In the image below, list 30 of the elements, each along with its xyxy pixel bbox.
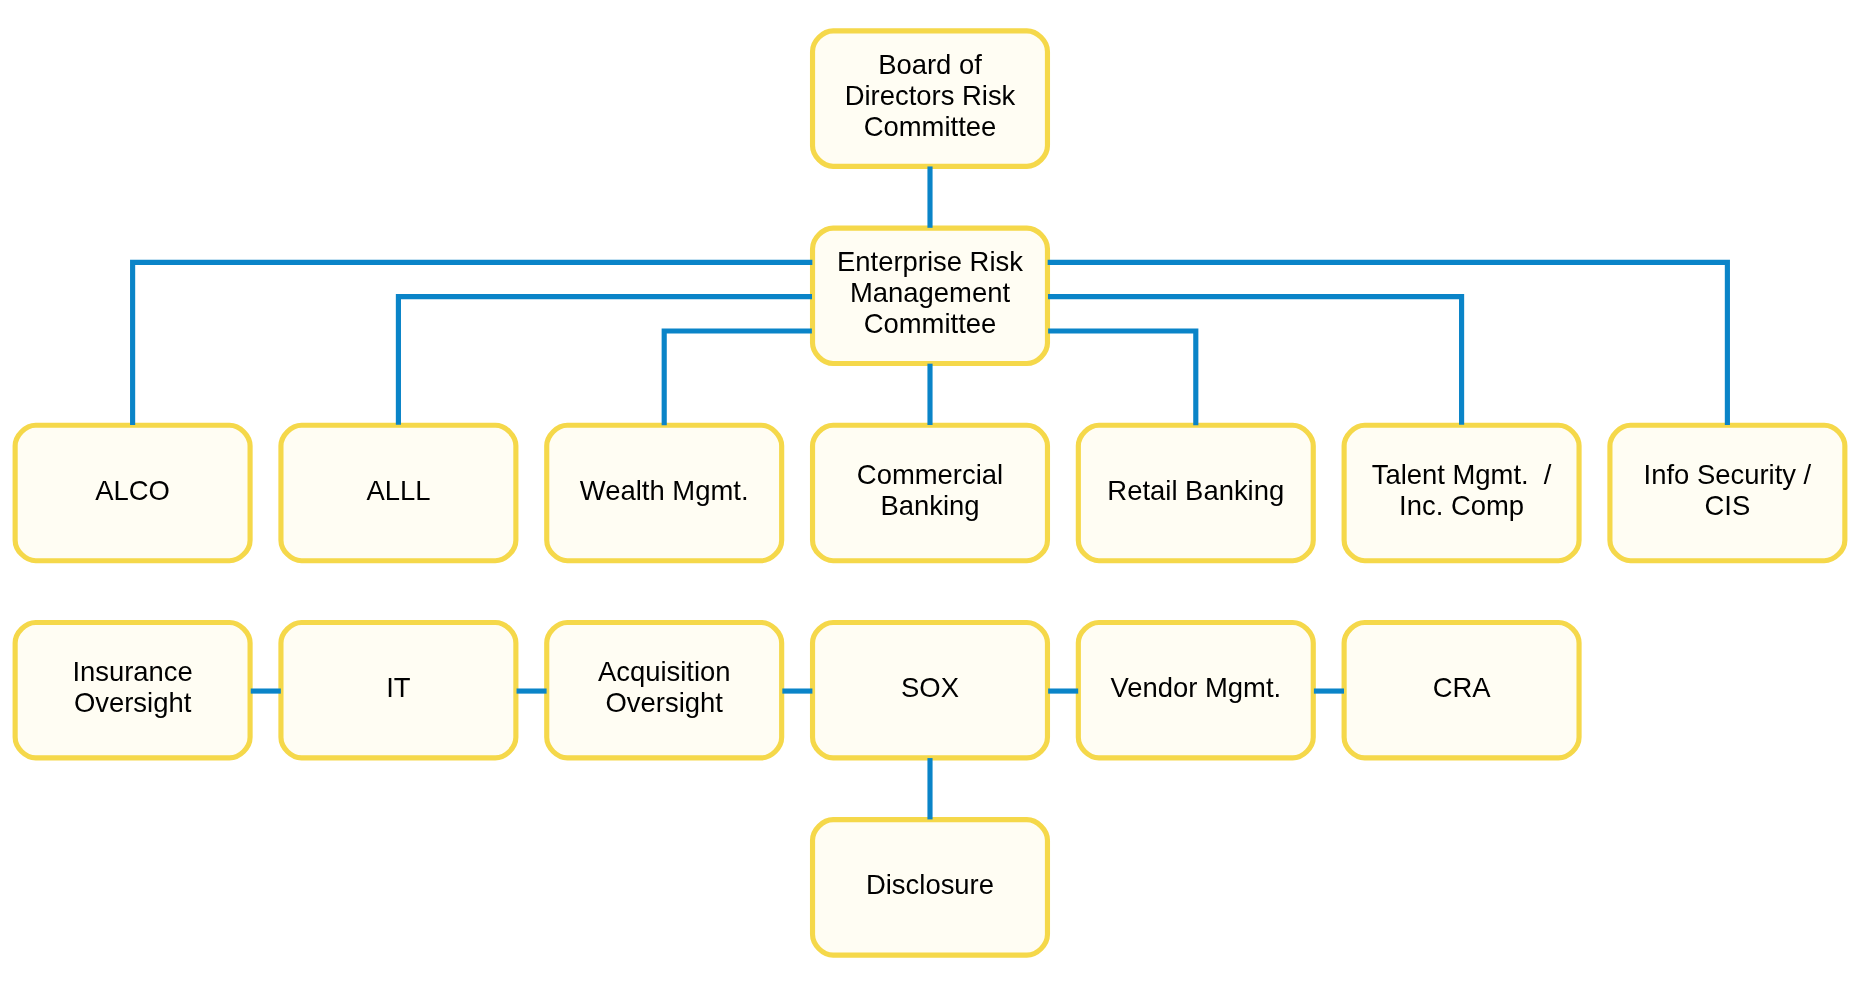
node-box: Acquisition Oversight	[544, 619, 785, 761]
node-box: Disclosure	[809, 817, 1051, 958]
node-box: Commercial Banking	[809, 422, 1051, 564]
connector	[395, 294, 812, 425]
connector	[927, 166, 933, 228]
node-box: Talent Mgmt. / Inc. Comp	[1341, 422, 1582, 564]
connector	[250, 688, 281, 694]
node-box: Wealth Mgmt.	[544, 422, 785, 564]
node-box: Vendor Mgmt.	[1075, 619, 1316, 761]
node-box: Board of Directors Risk Committee	[809, 28, 1051, 169]
node-box: Enterprise Risk Management Committee	[809, 225, 1051, 367]
connector	[1048, 294, 1465, 425]
node-box: SOX	[809, 619, 1051, 761]
connector	[782, 688, 813, 694]
node-box: Insurance Oversight	[12, 619, 253, 761]
node-box: Info Security / CIS	[1607, 422, 1848, 564]
node-box: Retail Banking	[1075, 422, 1316, 564]
node-box: CRA	[1341, 619, 1582, 761]
node-box: ALLL	[278, 422, 519, 564]
connector	[927, 758, 933, 820]
connector	[516, 688, 547, 694]
node-box: ALCO	[12, 422, 253, 564]
connector	[1047, 259, 1730, 426]
node-box: IT	[278, 619, 519, 761]
connector	[1048, 328, 1199, 426]
connector	[130, 259, 813, 426]
connector	[661, 328, 812, 426]
connector	[1048, 688, 1079, 694]
connector	[927, 363, 933, 425]
connector	[1313, 688, 1344, 694]
